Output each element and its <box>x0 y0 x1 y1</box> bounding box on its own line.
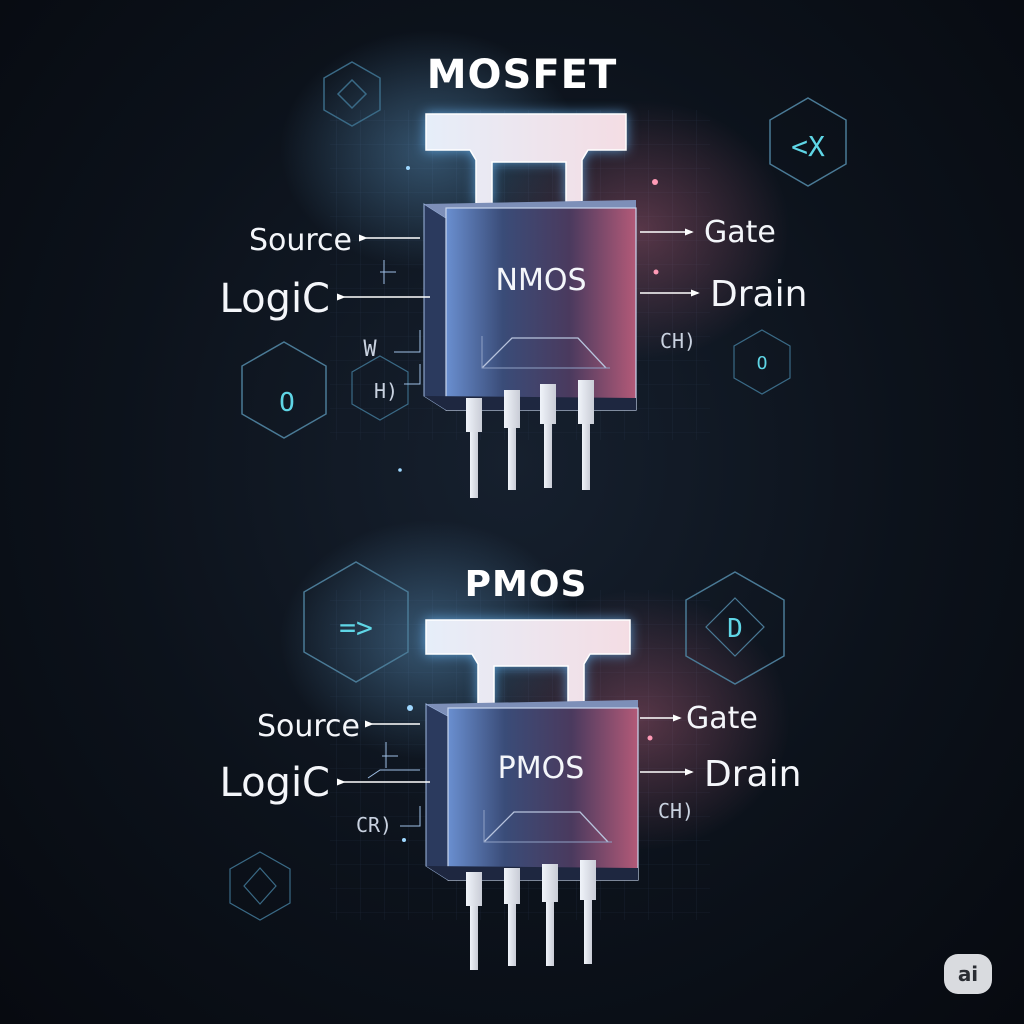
hex-token-mid-right: O <box>757 353 768 374</box>
bottom-mark-ch: CH) <box>658 799 694 823</box>
page-title: MOSFET <box>427 52 618 98</box>
bottom-label-gate: Gate <box>686 701 758 736</box>
pmos-pins <box>466 860 596 970</box>
nmos-body-bottom <box>424 396 636 410</box>
nmos-body <box>445 207 637 411</box>
nmos-body-side <box>423 203 447 411</box>
hex-bottom-left-small <box>229 851 291 921</box>
pmos-heading: PMOS <box>465 564 588 605</box>
bottom-left-traces <box>367 742 421 827</box>
pmos-heatsink-tab <box>425 619 631 705</box>
pmos-body-bottom <box>426 866 638 880</box>
nmos-pins <box>466 380 594 498</box>
hex-token-top-left: O <box>279 388 295 418</box>
hex-bottom-left: => <box>303 561 409 683</box>
nmos-heatsink-tab <box>425 113 627 205</box>
bottom-mark-cr: CR) <box>356 813 392 837</box>
bottom-label-drain: Drain <box>704 754 801 795</box>
hex-small-h <box>351 355 409 421</box>
hex-token-top-right: <X <box>791 130 825 163</box>
nmos-inner-trace <box>481 337 607 369</box>
top-label-gate: Gate <box>704 215 776 250</box>
nmos-chip-label: NMOS <box>496 263 587 298</box>
hex-token-bottom-right: D <box>727 614 743 644</box>
top-label-logic: LogiC <box>220 276 331 322</box>
bottom-label-source: Source <box>257 709 360 744</box>
pmos-body-side <box>425 703 449 881</box>
top-mark-h: H) <box>374 379 398 403</box>
top-label-drain: Drain <box>710 274 807 315</box>
top-left-traces <box>380 260 421 385</box>
bottom-label-logic: LogiC <box>220 760 331 806</box>
hex-token-bottom-left: => <box>339 611 373 644</box>
top-mark-ch: CH) <box>660 329 696 353</box>
pmos-inner-trace <box>483 811 609 843</box>
hex-top-left-small <box>323 61 381 127</box>
hex-mid-right: O <box>733 329 791 395</box>
top-label-source: Source <box>249 223 352 258</box>
pmos-chip-label: PMOS <box>498 751 585 786</box>
sparkles <box>398 166 659 842</box>
nmos-chip: NMOS <box>423 113 637 498</box>
pmos-body <box>447 707 639 881</box>
ai-badge: ai <box>944 954 992 994</box>
top-mark-w: W <box>363 337 377 362</box>
hex-top-left: O <box>241 341 327 439</box>
pmos-chip: PMOS <box>425 619 639 970</box>
hex-top-right: <X <box>769 97 847 187</box>
hex-bottom-right: D <box>685 571 785 685</box>
